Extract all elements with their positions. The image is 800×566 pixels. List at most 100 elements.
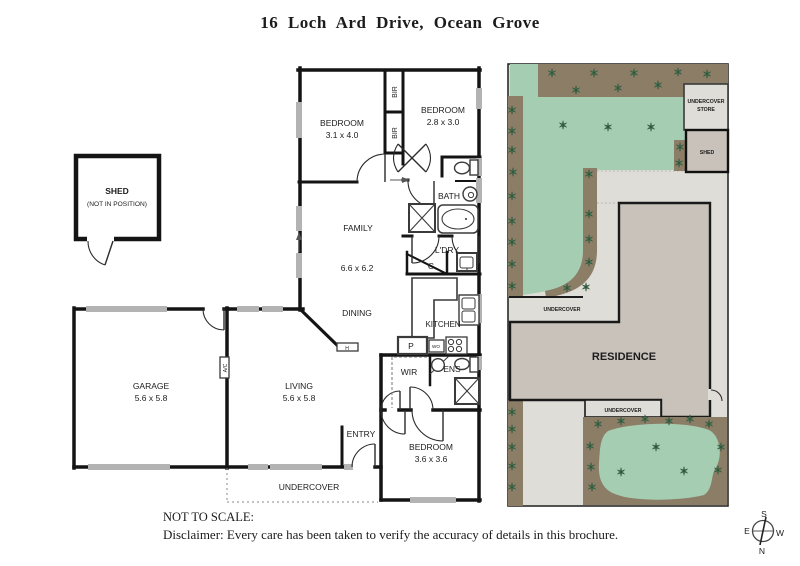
bedroom1-dims: 3.1 x 4.0 xyxy=(326,130,359,140)
bir2-label: BIR xyxy=(392,127,399,139)
garden-bed-left-lower xyxy=(508,400,523,506)
plant-center-dot xyxy=(597,423,599,425)
ac-unit-box xyxy=(219,356,230,379)
plant-center-dot xyxy=(590,466,592,468)
bedroom3-label: BEDROOM xyxy=(409,442,453,452)
plant-center-dot xyxy=(689,418,691,420)
plant-center-dot xyxy=(588,213,590,215)
plant-center-dot xyxy=(511,195,513,197)
wc-toilet-icon xyxy=(453,159,479,176)
site-shed-label: SHED xyxy=(700,150,715,156)
bathtub-icon xyxy=(437,204,479,234)
living-label: LIVING xyxy=(285,381,313,391)
pantry-box xyxy=(396,335,429,356)
page-title: 16 Loch Ard Drive, Ocean Grove xyxy=(260,13,540,32)
ens-label: ENS xyxy=(443,364,461,374)
plant-center-dot xyxy=(588,261,590,263)
undercover-store-label-2: STORE xyxy=(697,107,715,113)
bir1-label: BIR xyxy=(392,86,399,98)
compass-needle xyxy=(759,516,767,546)
kitchen-sink-icon xyxy=(458,294,480,326)
plant-center-dot xyxy=(678,162,680,164)
compass: S E W N xyxy=(744,509,784,556)
floor-plan: SHED (NOT IN POSITION) xyxy=(72,66,482,503)
bath-basin-icon xyxy=(462,186,478,202)
plant-center-dot xyxy=(607,126,609,128)
compass-s: S xyxy=(761,509,767,519)
plant-center-dot xyxy=(511,241,513,243)
plant-center-dot xyxy=(620,471,622,473)
shed-outline: SHED (NOT IN POSITION) xyxy=(73,153,162,266)
plant-center-dot xyxy=(511,446,513,448)
plant-center-dot xyxy=(511,149,513,151)
laundry-label: L'DRY xyxy=(435,245,459,255)
garden-bed-curve xyxy=(545,168,597,298)
undercover-bottom-label: UNDERCOVER xyxy=(605,408,642,414)
plant-center-dot xyxy=(679,146,681,148)
heater-label: H xyxy=(345,346,349,352)
plant-center-dot xyxy=(585,286,587,288)
plant-center-dot xyxy=(593,72,595,74)
garage-dims: 5.6 x 5.8 xyxy=(135,393,168,403)
residence-label: RESIDENCE xyxy=(592,351,656,363)
compass-w: W xyxy=(776,528,784,538)
compass-e: E xyxy=(744,526,750,536)
plant-center-dot xyxy=(511,486,513,488)
undercover-store-label-1: UNDERCOVER xyxy=(688,99,725,105)
undercover-dashed-outline xyxy=(226,468,378,503)
bedroom2-label: BEDROOM xyxy=(421,105,465,115)
plant-center-dot xyxy=(657,84,659,86)
undercover-store-box xyxy=(683,83,729,131)
plant-center-dot xyxy=(708,423,710,425)
residence-door-arc xyxy=(710,389,723,402)
plant-center-dot xyxy=(566,287,568,289)
plant-center-dot xyxy=(511,220,513,222)
bedroom1-label: BEDROOM xyxy=(320,118,364,128)
plant-center-dot xyxy=(655,446,657,448)
laundry-trough-icon xyxy=(456,252,478,272)
compass-n: N xyxy=(759,546,765,556)
heater-box xyxy=(336,342,359,352)
plant-center-dot xyxy=(620,420,622,422)
pantry-label: P xyxy=(408,341,414,351)
family-dims: 6.6 x 6.2 xyxy=(341,263,374,273)
cupboard-label: C xyxy=(428,261,434,271)
robe-dashed-line xyxy=(391,356,427,408)
shed-note: (NOT IN POSITION) xyxy=(87,201,147,208)
ens-shower-icon xyxy=(454,377,480,405)
ens-toilet-icon xyxy=(454,356,479,373)
plant-center-dot xyxy=(511,130,513,132)
entry-label: ENTRY xyxy=(347,429,376,439)
disclaimer-text: Disclaimer: Every care has been taken to… xyxy=(163,527,619,542)
plant-center-dot xyxy=(720,446,722,448)
plant-center-dot xyxy=(589,445,591,447)
plant-center-dot xyxy=(644,418,646,420)
plant-center-dot xyxy=(511,428,513,430)
plant-center-dot xyxy=(668,420,670,422)
plant-center-dot xyxy=(591,486,593,488)
garage-label: GARAGE xyxy=(133,381,170,391)
shower-icon xyxy=(408,203,436,233)
cooktop-icon xyxy=(445,336,468,355)
plant-center-dot xyxy=(706,73,708,75)
site-plan-labels: RESIDENCE UNDERCOVER STORE SHED UNDERCOV… xyxy=(544,99,725,414)
direction-arrows xyxy=(296,177,410,252)
plant-center-dot xyxy=(511,109,513,111)
living-dims: 5.6 x 5.8 xyxy=(283,393,316,403)
site-shed-box xyxy=(684,128,730,174)
bath-label: BATH xyxy=(438,191,460,201)
ens-basin-icon xyxy=(429,355,450,375)
residence-door-gap xyxy=(708,389,712,400)
footer: NOT TO SCALE: Disclaimer: Every care has… xyxy=(163,510,618,543)
kitchen-label: KITCHEN xyxy=(425,320,460,329)
plant-center-dot xyxy=(512,171,514,173)
plant-center-dot xyxy=(511,285,513,287)
plant-center-dot xyxy=(677,71,679,73)
floor-plan-labels: BEDROOM 3.1 x 4.0 BEDROOM 2.8 x 3.0 BIR … xyxy=(133,86,465,492)
lawn-bottom xyxy=(598,423,720,500)
undercover-side-label: UNDERCOVER xyxy=(544,307,581,313)
plant-center-dot xyxy=(683,470,685,472)
plant-center-dot xyxy=(511,411,513,413)
